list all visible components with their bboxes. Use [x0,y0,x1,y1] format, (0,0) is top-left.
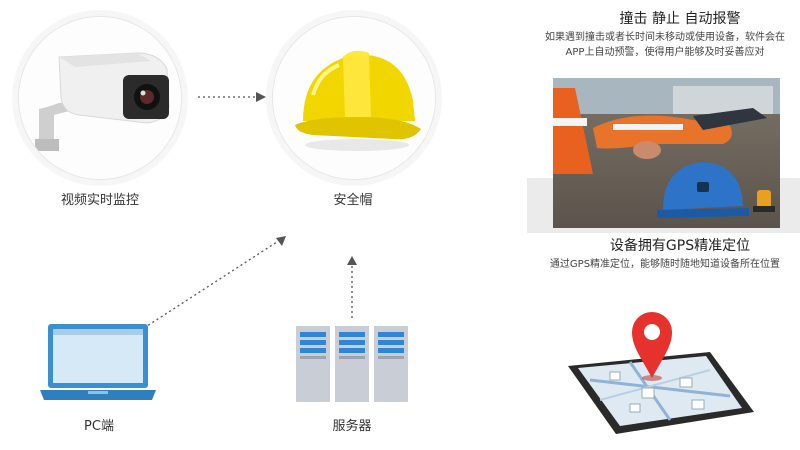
accident-photo [553,78,780,228]
feature-gps-title: 设备拥有GPS精准定位 [609,238,751,254]
feature-alarm-desc-line2: APP上自动预警，使得用户能够及时妥善应对 [565,47,765,58]
feature-alarm-desc-line1: 如果遇到撞击或者长时间未移动或使用设备，软件会在 [545,32,785,43]
gps-tablet-icon [568,312,754,434]
feature-alarm-title: 撞击 静止 自动报警 [619,11,741,27]
laptop-icon [40,324,156,400]
arrow-server-to-helmet [347,256,357,318]
arrow-camera-to-helmet [198,92,266,102]
pc-label: PC端 [84,419,114,434]
safety-helmet-icon [273,17,435,179]
worker-fall-scene-icon [553,78,780,228]
camera-circle [18,16,182,180]
helmet-circle [272,16,436,180]
arrow-pc-to-helmet [143,236,286,329]
server-label: 服务器 [332,419,372,434]
helmet-label: 安全帽 [333,193,373,208]
feature-gps-desc: 通过GPS精准定位，能够随时随地知道设备所在位置 [549,259,781,270]
map-pin-icon [632,312,672,381]
server-rack-icon [296,326,408,402]
camera-label: 视频实时监控 [60,193,139,208]
cctv-camera-icon [19,17,181,179]
